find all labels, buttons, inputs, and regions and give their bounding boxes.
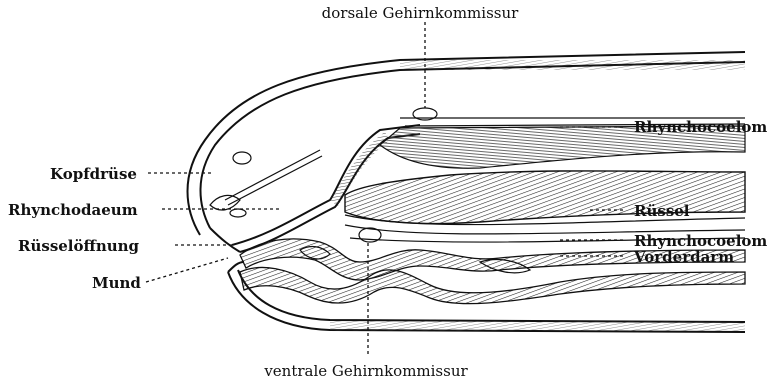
- head-gland: [210, 150, 322, 217]
- label-mund: Mund: [92, 274, 141, 292]
- label-dorsal-commissure: dorsale Gehirnkommissur: [322, 4, 519, 22]
- label-kopfdruese: Kopfdrüse: [50, 165, 137, 183]
- label-rhynchodaeum: Rhynchodaeum: [8, 201, 138, 219]
- mouth-opening: [228, 262, 244, 272]
- proboscis-opening: [210, 228, 240, 252]
- label-ruesseloeffnung: Rüsselöffnung: [18, 237, 140, 255]
- label-ventral-commissure: ventrale Gehirnkommissur: [263, 362, 468, 380]
- label-vorderdarm: Vorderdarm: [633, 248, 734, 266]
- label-ruessel: Rüssel: [634, 202, 690, 220]
- label-rhynchocoelom-top: Rhynchocoelom: [634, 118, 767, 136]
